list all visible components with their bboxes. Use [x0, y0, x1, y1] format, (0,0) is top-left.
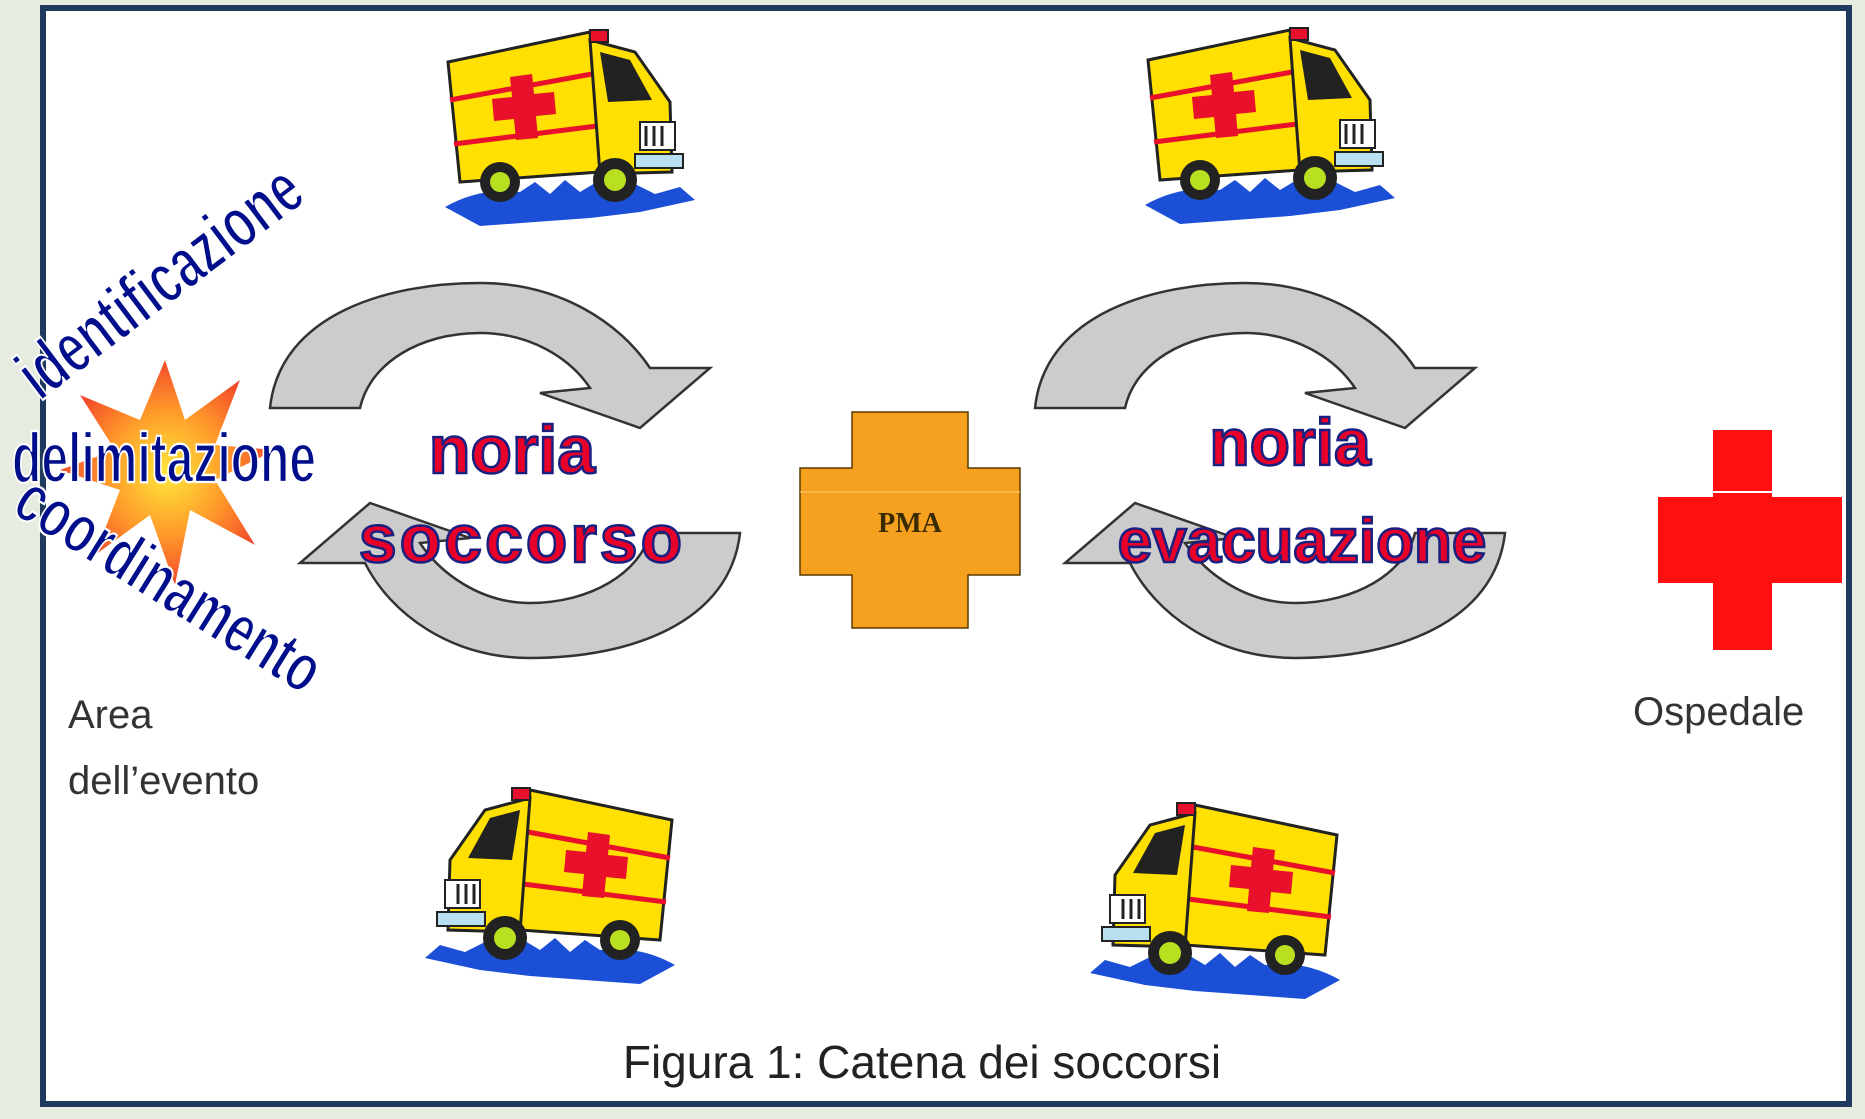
area-evento-label-line1: Area — [68, 693, 153, 737]
noria-evacuazione-line2: evacuazione — [1118, 507, 1487, 576]
ambulance-icon — [425, 788, 675, 984]
noria-soccorso-line2: soccorso — [359, 501, 685, 577]
ambulance-icon — [1090, 803, 1340, 999]
noria-evacuazione-line1: noria — [1209, 405, 1372, 479]
ambulance-icon — [1145, 28, 1395, 224]
hospital-cross-icon — [1658, 430, 1842, 650]
ospedale-label: Ospedale — [1633, 690, 1804, 734]
ambulance-icon — [445, 30, 695, 226]
pma-label: PMA — [878, 508, 943, 539]
delimitazione-label: delimitazione — [12, 418, 316, 498]
noria-soccorso-line1: noria — [429, 412, 596, 488]
area-evento-label-line2: dell’evento — [68, 759, 259, 803]
figure-caption: Figura 1: Catena dei soccorsi — [623, 1036, 1221, 1088]
event-burst-icon — [60, 360, 275, 585]
pma-cross — [799, 411, 1021, 629]
